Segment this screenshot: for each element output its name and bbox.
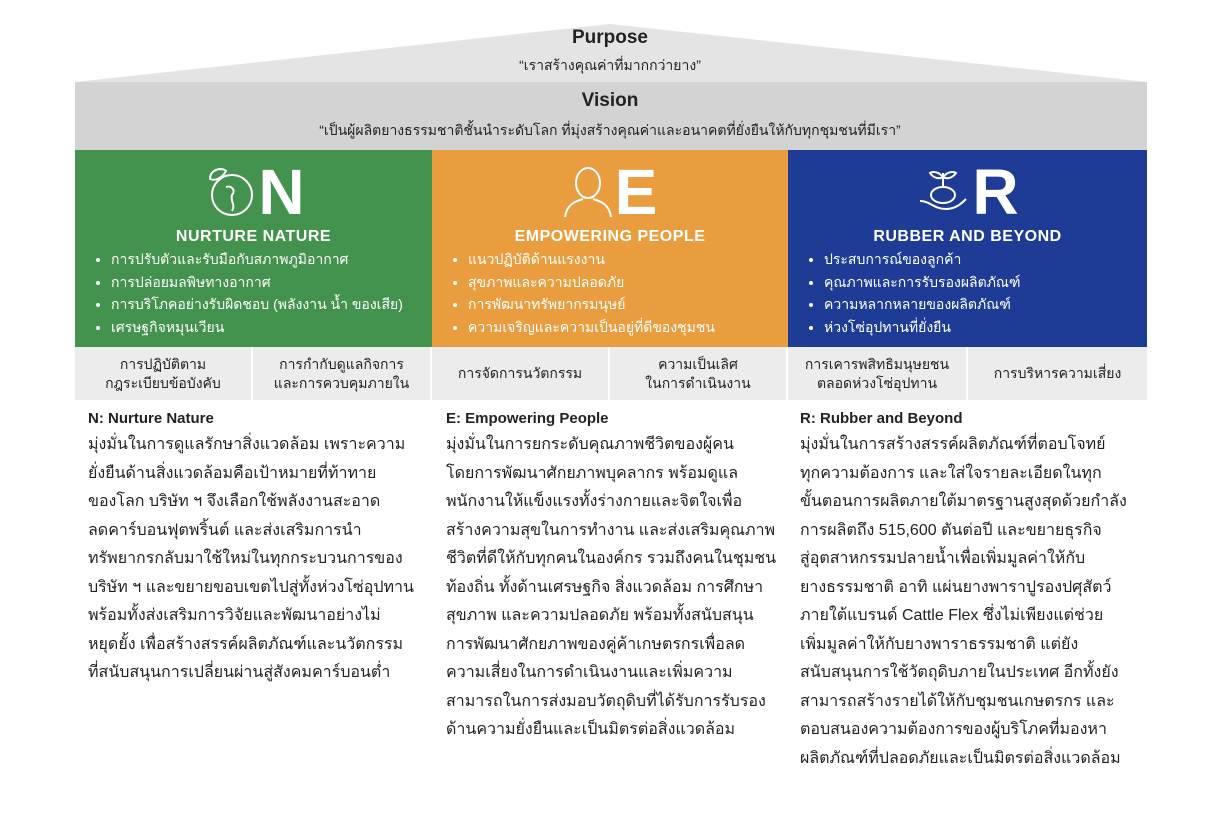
topic-item: ประสบการณ์ของลูกค้า <box>824 248 1021 271</box>
topic-item: การพัฒนาทรัพยากรมนุษย์ <box>468 293 715 316</box>
foundation-line: การปฏิบัติตาม <box>119 355 207 372</box>
pillar-name: RUBBER AND BEYOND <box>873 228 1062 245</box>
pillar-nurture-nature: N NURTURE NATURE การปรับตัวและรับมือกับส… <box>75 150 432 347</box>
description-line: ชีวิตที่ดีให้กับทุกคนในองค์กร รวมถึงคนใน… <box>446 550 777 567</box>
foundation-line: การจัดการนวัตกรรม <box>457 365 583 381</box>
vision-title: Vision <box>581 90 639 111</box>
topic-item: การปรับตัวและรับมือกับสภาพภูมิอากาศ <box>111 248 403 271</box>
topic-item: สุขภาพและความปลอดภัย <box>468 271 715 294</box>
foundation-compliance: การปฏิบัติตามกฎระเบียบข้อบังคับ <box>75 347 253 400</box>
foundation-line: การกำกับดูแลกิจการ <box>279 355 404 372</box>
pillar-topics: แนวปฏิบัติด้านแรงงาน สุขภาพและความปลอดภั… <box>450 248 715 338</box>
description-line: ด้านความยั่งยืนและเป็นมิตรต่อสิ่งแวดล้อม <box>446 721 736 738</box>
description-heading: N: Nurture Nature <box>88 410 214 427</box>
pillar-name: NURTURE NATURE <box>175 228 332 245</box>
description-line: ตอบสนองความต้องการของผู้บริโภคที่มองหา <box>800 721 1107 738</box>
topic-item: ห่วงโซ่อุปทานที่ยั่งยืน <box>824 316 1021 339</box>
pillar-topics: ประสบการณ์ของลูกค้า คุณภาพและการรับรองผล… <box>806 248 1021 338</box>
description-line: สามารถสร้างรายได้ให้กับชุมชนเกษตรกร และ <box>800 692 1115 710</box>
description-line: มุ่งมั่นในการสร้างสรรค์ผลิตภัณฑ์ที่ตอบโจ… <box>800 436 1106 453</box>
description-heading: R: Rubber and Beyond <box>800 410 963 427</box>
foundation-line: ความเป็นเลิศ <box>658 355 738 372</box>
description-line: บริษัท ฯ และขยายขอบเขตไปสู่ทั้งห่วงโซ่อุ… <box>88 578 414 596</box>
pillar-letter: E <box>614 156 658 228</box>
topic-item: ความหลากหลายของผลิตภัณฑ์ <box>824 293 1021 316</box>
topic-item: การปล่อยมลพิษทางอากาศ <box>111 271 403 294</box>
purpose-title: Purpose <box>571 27 649 48</box>
pillar-rubber-and-beyond: R RUBBER AND BEYOND ประสบการณ์ของลูกค้า … <box>788 150 1147 347</box>
description-line: ยั่งยืนด้านสิ่งแวดล้อมคือเป้าหมายที่ท้าท… <box>88 464 377 482</box>
description-line: ท้องถิ่น ทั้งด้านเศรษฐกิจ สิ่งแวดล้อม กา… <box>446 578 764 596</box>
description-line: ที่สนับสนุนการเปลี่ยนผ่านสู่สังคมคาร์บอน… <box>88 664 391 681</box>
pillar-topics: การปรับตัวและรับมือกับสภาพภูมิอากาศ การป… <box>93 248 403 338</box>
description-heading: E: Empowering People <box>446 410 609 427</box>
description-rubber-and-beyond: R: Rubber and Beyond มุ่งมั่นในการสร้างส… <box>800 410 1145 773</box>
person-icon <box>563 167 612 218</box>
description-line: ของโลก บริษัท ฯ จึงเลือกใช้พลังงานสะอาด <box>88 493 381 510</box>
description-line: ขั้นตอนการผลิตภายใต้มาตรฐานสูงสุดด้วยกำล… <box>800 493 1127 510</box>
description-line: การผลิตถึง 515,600 ตันต่อปี และขยายธุรกิ… <box>800 521 1102 539</box>
description-nurture-nature: N: Nurture Nature มุ่งมั่นในการดูแลรักษา… <box>88 410 433 688</box>
description-line: ยางธรรมชาติ อาทิ แผ่นยางพาราปูรองปศุสัตว… <box>800 578 1112 596</box>
description-line: พนักงานให้แข็งแรงทั้งร่างกายและจิตใจเพื่… <box>446 493 743 510</box>
description-line: มุ่งมั่นในการยกระดับคุณภาพชีวิตของผู้คน <box>446 436 734 453</box>
foundation-line: และการควบคุมภายใน <box>273 374 410 391</box>
foundation-line: การเคารพสิทธิมนุษยชน <box>804 355 950 372</box>
pillar-empowering-people: E EMPOWERING PEOPLE แนวปฏิบัติด้านแรงงาน… <box>432 150 788 347</box>
pillar-letter: N <box>258 156 305 228</box>
description-line: หยุดยั้ง เพื่อสร้างสรรค์ผลิตภัณฑ์และนวัต… <box>88 635 404 653</box>
description-line: พร้อมทั้งส่งเสริมการวิจัยและพัฒนาอย่างไม… <box>88 607 381 624</box>
purpose-quote: “เราสร้างคุณค่าที่มากกว่ายาง” <box>519 57 701 73</box>
topic-item: ความเจริญและความเป็นอยู่ที่ดีของชุมชน <box>468 316 715 339</box>
foundation-line: ตลอดห่วงโซ่อุปทาน <box>816 374 938 391</box>
description-empowering-people: E: Empowering People มุ่งมั่นในการยกระดั… <box>446 410 791 745</box>
topic-item: แนวปฏิบัติด้านแรงงาน <box>468 248 715 271</box>
vision-quote: “เป็นผู้ผลิตยางธรรมชาติชั้นนำระดับโลก ที… <box>319 122 901 138</box>
topic-item: การบริโภคอย่างรับผิดชอบ (พลังงาน น้ำ ของ… <box>111 293 403 316</box>
description-line: ภายใต้แบรนด์ Cattle Flex ซึ่งไม่เพียงแต่… <box>800 607 1104 624</box>
foundation-line: กฎระเบียบข้อบังคับ <box>105 374 221 391</box>
foundation-innovation: การจัดการนวัตกรรม <box>432 347 610 400</box>
description-line: สุขภาพ และความปลอดภัย พร้อมทั้งสนับสนุน <box>446 607 754 624</box>
description-line: มุ่งมั่นในการดูแลรักษาสิ่งแวดล้อม เพราะค… <box>88 436 406 453</box>
description-line: สู่อุตสาหกรรมปลายน้ำเพื่อเพิ่มมูลค่าให้ก… <box>800 550 1086 567</box>
foundation-human-rights: การเคารพสิทธิมนุษยชนตลอดห่วงโซ่อุปทาน <box>788 347 968 400</box>
hand-plant-icon <box>920 171 968 211</box>
description-line: เพิ่มมูลค่าให้กับยางพาราธรรมชาติ แต่ยัง <box>800 635 1079 653</box>
pillar-name: EMPOWERING PEOPLE <box>514 228 706 245</box>
description-line: ความเสี่ยงในการดำเนินงานและเพิ่มความ <box>446 664 733 681</box>
description-line: สามารถในการส่งมอบวัตถุดิบที่ได้รับการรับ… <box>446 692 766 710</box>
foundation-line: ในการดำเนินงาน <box>645 374 751 391</box>
topic-item: คุณภาพและการรับรองผลิตภัณฑ์ <box>824 271 1021 294</box>
description-line: ลดคาร์บอนฟุตพริ้นต์ และส่งเสริมการนำ <box>88 521 362 539</box>
description-line: ทรัพยากรกลับมาใช้ใหม่ในทุกกระบวนการของ <box>88 550 403 567</box>
topic-item: เศรษฐกิจหมุนเวียน <box>111 316 403 339</box>
description-line: โดยการพัฒนาศักยภาพบุคลากร พร้อมดูแล <box>446 464 739 482</box>
foundation-governance: การกำกับดูแลกิจการและการควบคุมภายใน <box>253 347 432 400</box>
house-roof <box>75 24 1147 150</box>
globe-leaf-icon <box>209 168 254 216</box>
description-line: ผลิตภัณฑ์ที่ปลอดภัยและเป็นมิตรต่อสิ่งแวด… <box>800 749 1121 767</box>
description-line: ทุกความต้องการ และใส่ใจรายละเอียดในทุก <box>800 464 1102 482</box>
foundation-line: การบริหารความเสี่ยง <box>993 365 1122 381</box>
pillar-letter: R <box>972 156 1019 228</box>
description-line: สร้างความสุขในการทำงาน และส่งเสริมคุณภาพ <box>446 521 776 539</box>
description-line: การพัฒนาศักยภาพของคู่ค้าเกษตรกรเพื่อลด <box>446 635 746 653</box>
foundation-risk-management: การบริหารความเสี่ยง <box>968 347 1147 400</box>
description-line: สนับสนุนการใช้วัตถุดิบภายในประเทศ อีกทั้… <box>800 664 1119 681</box>
foundation-operational-excellence: ความเป็นเลิศในการดำเนินงาน <box>610 347 788 400</box>
